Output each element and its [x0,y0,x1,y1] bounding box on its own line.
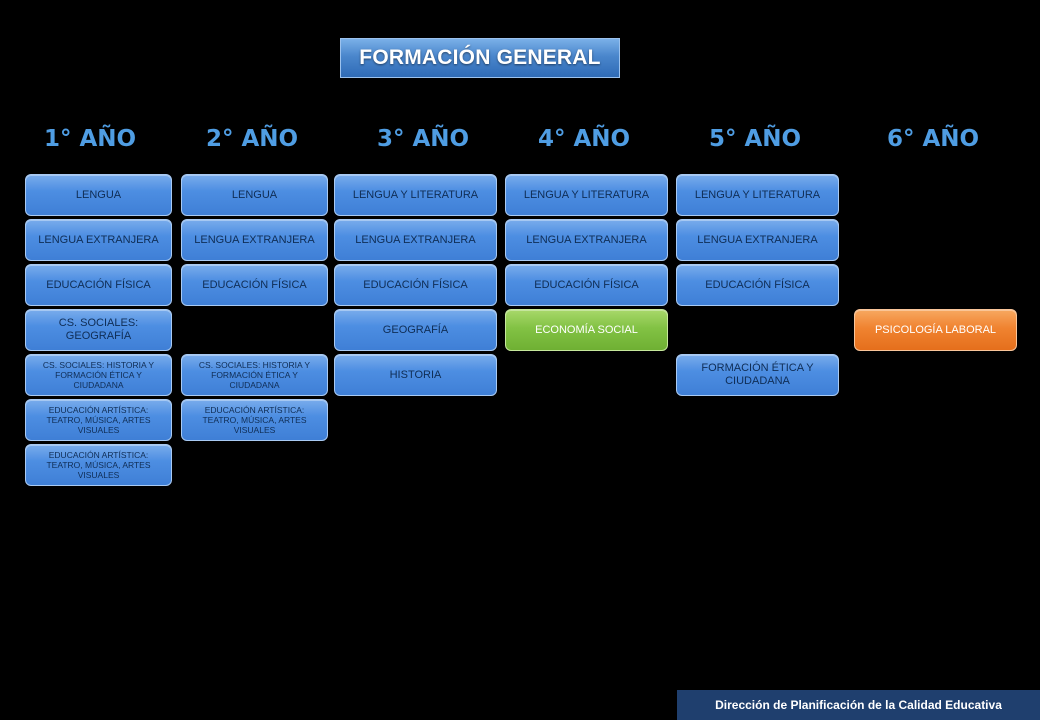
subject-lengua-literatura-year3: LENGUA Y LITERATURA [334,174,497,216]
subject-economia-social-year4: ECONOMÍA SOCIAL [505,309,668,351]
subject-formacion-etica-year5: FORMACIÓN ÉTICA Y CIUDADANA [676,354,839,396]
subject-historia-year3: HISTORIA [334,354,497,396]
subject-psicologia-laboral-year6: PSICOLOGÍA LABORAL [854,309,1017,351]
subject-geografia-year3: GEOGRAFÍA [334,309,497,351]
subject-cs-sociales-historia-year1: CS. SOCIALES: HISTORIA Y FORMACIÓN ÉTICA… [25,354,172,396]
year-4-header: 4° AÑO [538,126,631,152]
subject-cs-sociales-geografia-year1: CS. SOCIALES: GEOGRAFÍA [25,309,172,351]
subject-lengua-literatura-year5: LENGUA Y LITERATURA [676,174,839,216]
subject-lengua-extranjera-year1: LENGUA EXTRANJERA [25,219,172,261]
subject-lengua-year1: LENGUA [25,174,172,216]
subject-educacion-fisica-year4: EDUCACIÓN FÍSICA [505,264,668,306]
year-6-header: 6° AÑO [887,126,980,152]
subject-lengua-extranjera-year5: LENGUA EXTRANJERA [676,219,839,261]
subject-lengua-extranjera-year3: LENGUA EXTRANJERA [334,219,497,261]
year-5-header: 5° AÑO [709,126,802,152]
subject-cs-sociales-historia-year2: CS. SOCIALES: HISTORIA Y FORMACIÓN ÉTICA… [181,354,328,396]
subject-lengua-literatura-year4: LENGUA Y LITERATURA [505,174,668,216]
page-title: FORMACIÓN GENERAL [340,38,620,78]
subject-educacion-fisica-year3: EDUCACIÓN FÍSICA [334,264,497,306]
subject-educacion-fisica-year2: EDUCACIÓN FÍSICA [181,264,328,306]
subject-lengua-year2: LENGUA [181,174,328,216]
subject-educacion-fisica-year5: EDUCACIÓN FÍSICA [676,264,839,306]
year-1-header: 1° AÑO [44,126,137,152]
subject-educacion-artistica-year1-b: EDUCACIÓN ARTÍSTICA: TEATRO, MÚSICA, ART… [25,444,172,486]
subject-educacion-fisica-year1: EDUCACIÓN FÍSICA [25,264,172,306]
subject-lengua-extranjera-year2: LENGUA EXTRANJERA [181,219,328,261]
subject-lengua-extranjera-year4: LENGUA EXTRANJERA [505,219,668,261]
footer-credit: Dirección de Planificación de la Calidad… [677,690,1040,720]
subject-educacion-artistica-year1-a: EDUCACIÓN ARTÍSTICA: TEATRO, MÚSICA, ART… [25,399,172,441]
subject-educacion-artistica-year2: EDUCACIÓN ARTÍSTICA: TEATRO, MÚSICA, ART… [181,399,328,441]
year-3-header: 3° AÑO [377,126,470,152]
year-2-header: 2° AÑO [206,126,299,152]
